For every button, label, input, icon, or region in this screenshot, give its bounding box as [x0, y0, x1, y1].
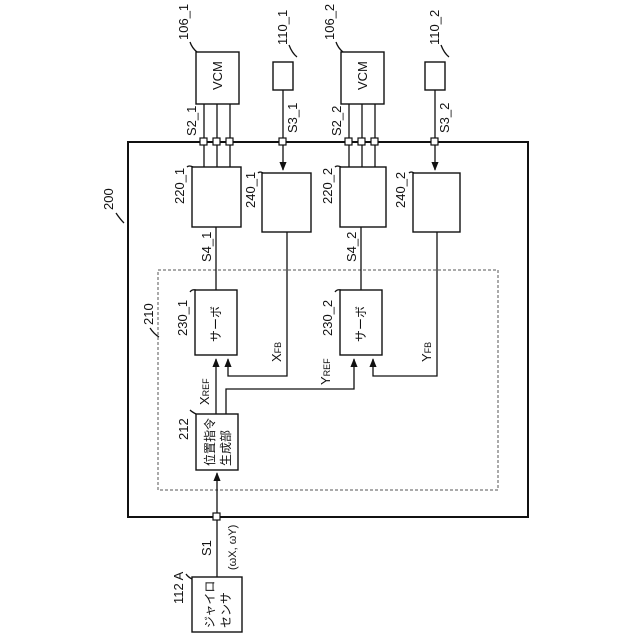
gyro-sensor-box	[192, 577, 242, 632]
vcm-1-ref-label: 106_1	[176, 4, 191, 40]
xref-label: XREF	[197, 378, 212, 405]
s1-port	[213, 513, 220, 520]
s3-2-label: S3_2	[437, 103, 452, 133]
vcm-1-leader	[190, 42, 197, 52]
vcm-2-ref-label: 106_2	[322, 4, 337, 40]
s3-2-port	[431, 138, 438, 145]
sensor-2-ref-label: 110_2	[427, 10, 442, 45]
amp-1-leader	[258, 172, 263, 173]
xfb-sub: FB	[273, 342, 283, 354]
yref-main: Y	[318, 376, 333, 385]
s2-2-label: S2_2	[329, 106, 344, 136]
yref-sub: REF	[322, 358, 332, 377]
driver-2-leader	[335, 166, 341, 167]
xref-main: X	[197, 396, 212, 405]
s2-1-port-a	[200, 138, 207, 145]
yref-signal-line	[226, 359, 354, 414]
amp-1-ref-label: 240_1	[243, 172, 258, 208]
amp-2-box	[413, 173, 460, 232]
system-200-label: 200	[101, 188, 116, 210]
s2-2-port-b	[358, 138, 365, 145]
gyro-ref-label: 112 A	[171, 571, 186, 604]
s2-1-port-c	[226, 138, 233, 145]
servo-2-ref-label: 230_2	[320, 300, 335, 336]
position-generator-ref-label: 212	[176, 418, 191, 440]
servo-1-ref-label: 230_1	[175, 300, 190, 336]
s4-2-label: S4_2	[344, 232, 359, 262]
s2-2-port-a	[345, 138, 352, 145]
driver-1-leader	[187, 166, 193, 167]
driver-1-box	[192, 167, 241, 227]
s1-label: S1	[199, 540, 214, 556]
xref-sub: REF	[201, 378, 211, 397]
amp-2-leader	[409, 172, 414, 173]
vcm-2-leader	[336, 42, 343, 52]
s3-1-label: S3_1	[285, 103, 300, 133]
yfb-sub: FB	[423, 342, 433, 354]
yfb-label: YFB	[419, 342, 434, 362]
xfb-main: X	[269, 353, 284, 362]
position-generator-leader	[190, 410, 196, 414]
s2-2-port-c	[371, 138, 378, 145]
system-200-leader	[116, 213, 124, 223]
sensor-1-leader	[289, 45, 297, 57]
sensor-2-box	[425, 62, 445, 90]
gyro-ref-leader	[186, 574, 192, 579]
vcm-1-text: VCM	[210, 61, 225, 90]
driver-1-ref-label: 220_1	[172, 168, 187, 204]
s2-1-label: S2_1	[184, 106, 199, 136]
yref-label: YREF	[318, 358, 333, 385]
s2-1-port-b	[213, 138, 220, 145]
gyro-sensor-text-1: ジャイロ	[203, 581, 217, 628]
amp-1-box	[262, 173, 311, 232]
servo-1-text: サーボ	[209, 306, 223, 342]
s4-1-label: S4_1	[199, 232, 214, 262]
sensor-1-box	[273, 62, 293, 90]
sensor-1-ref-label: 110_1	[275, 10, 290, 45]
servo-2-text: サーボ	[354, 306, 368, 342]
controller-210-label: 210	[141, 303, 156, 325]
driver-2-box	[340, 167, 386, 227]
position-generator-text-1: 位置指令	[202, 418, 217, 466]
amp-2-ref-label: 240_2	[393, 172, 408, 208]
gyro-sensor-text-2: センサ	[219, 592, 233, 628]
yfb-main: Y	[419, 353, 434, 362]
xfb-label: XFB	[269, 342, 284, 362]
driver-2-ref-label: 220_2	[320, 168, 335, 204]
position-generator-text-2: 生成部	[218, 430, 233, 466]
s3-1-port	[279, 138, 286, 145]
sensor-2-leader	[441, 45, 449, 57]
vcm-2-text: VCM	[355, 61, 370, 90]
omega-label: (ωX, ωY)	[227, 525, 239, 570]
